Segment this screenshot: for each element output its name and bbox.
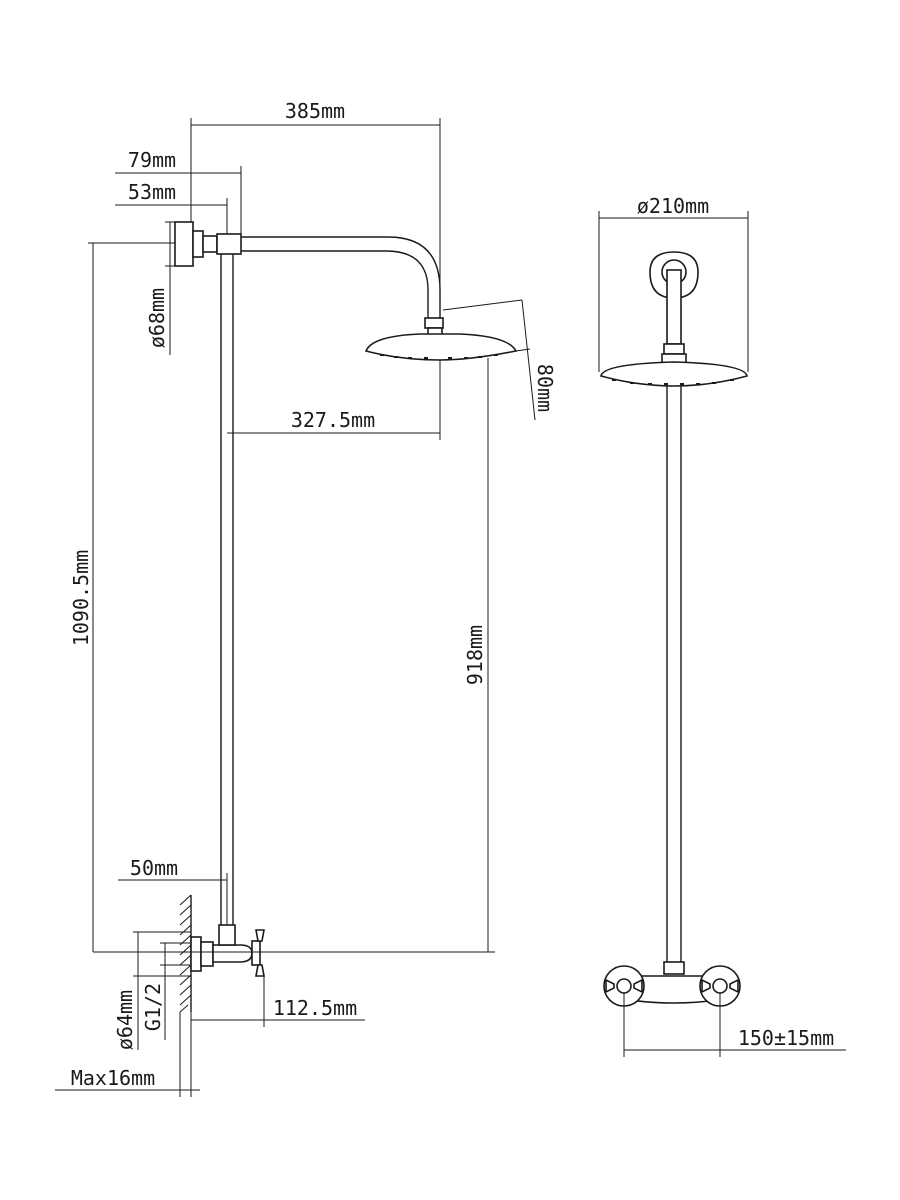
wall-section xyxy=(179,894,192,1013)
thread-label: G1/2 xyxy=(141,983,165,1031)
riser-pipe xyxy=(220,254,234,925)
max-depth-label: Max16mm xyxy=(71,1066,155,1090)
wall-to-pipe-label: 53mm xyxy=(128,180,176,204)
shower-head-front xyxy=(600,343,748,387)
arm-reach-label: 385mm xyxy=(285,99,345,123)
flange-to-pipe-label: 79mm xyxy=(128,148,176,172)
side-view: 385mm 79mm 53mm ø68mm 80mm 327.5mm 1090.… xyxy=(55,99,557,1097)
top-flange-front xyxy=(649,251,699,345)
mixer-depth-label: 112.5mm xyxy=(273,996,357,1020)
head-diameter-label: ø210mm xyxy=(637,194,709,218)
mixer-front xyxy=(603,961,741,1007)
inlet-diameter-label: ø64mm xyxy=(113,990,137,1050)
mixer-side xyxy=(190,924,265,977)
valve-to-head-label: 918mm xyxy=(463,625,487,685)
shower-arm xyxy=(216,233,444,337)
top-wall-flange xyxy=(174,221,218,267)
riser-front xyxy=(666,386,682,962)
flange-diameter-label: ø68mm xyxy=(145,288,169,348)
total-height-label: 1090.5mm xyxy=(69,550,93,646)
center-distance-label: 150±15mm xyxy=(738,1026,834,1050)
front-view: ø210mm xyxy=(598,194,846,1057)
head-height-label: 80mm xyxy=(533,364,557,412)
valve-offset-label: 50mm xyxy=(130,856,178,880)
shower-head-side xyxy=(364,333,518,361)
pipe-to-head-label: 327.5mm xyxy=(291,408,375,432)
side-dimension-lines xyxy=(55,118,536,1097)
